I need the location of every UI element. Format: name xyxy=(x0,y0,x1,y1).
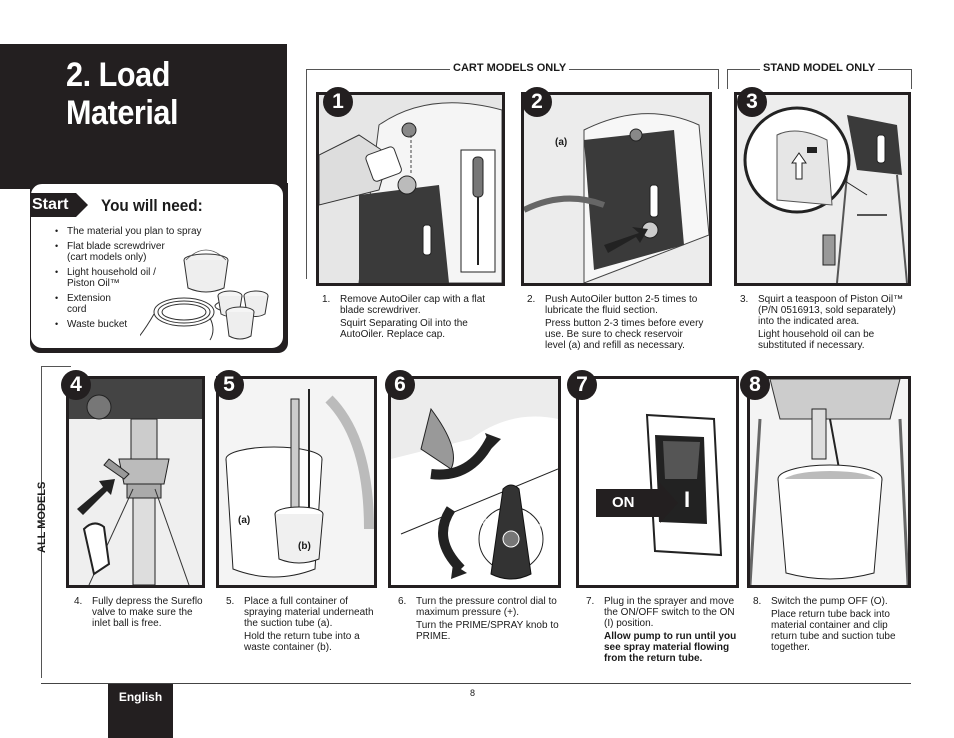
step-4-text: 4. Fully depress the Sureflo valve to ma… xyxy=(74,596,204,631)
on-arrow-head xyxy=(660,483,678,523)
list-item: Extension cord xyxy=(55,293,127,315)
step-6-text: 6. Turn the pressure control dial to max… xyxy=(398,596,560,644)
switch-on-symbol: I xyxy=(684,487,691,512)
supplies-illustration xyxy=(140,249,269,341)
cart-section-edge xyxy=(306,69,307,279)
step-2-illustration xyxy=(521,92,712,286)
autooiler-button-drawing xyxy=(524,95,709,283)
step-1-text: 1. Remove AutoOiler cap with a flat blad… xyxy=(322,294,492,342)
on-off-switch-drawing xyxy=(579,379,736,585)
step-3-number: 3 xyxy=(737,87,767,117)
step-8-para-2: Place return tube back into material con… xyxy=(771,609,896,653)
reservoir-callout: (a) xyxy=(555,137,568,148)
step-3-text: 3. Squirt a teaspoon of Piston Oil™ (P/N… xyxy=(740,294,910,353)
step-2-para-1: Push AutoOiler button 2-5 times to lubri… xyxy=(545,294,698,316)
step-7-para-1: Plug in the sprayer and move the ON/OFF … xyxy=(604,596,735,629)
step-5-para-2: Hold the return tube into a waste contai… xyxy=(244,631,360,653)
step-6-para-1: Turn the pressure control dial to maximu… xyxy=(416,596,557,618)
step-5-number: 5 xyxy=(214,370,244,400)
step-8-para-1: Switch the pump OFF (O). xyxy=(771,596,888,607)
step-4-illustration xyxy=(66,376,205,588)
footer-rule xyxy=(41,683,911,684)
return-tube-drawing xyxy=(750,379,908,585)
step-5-illustration xyxy=(216,376,377,588)
step-1-para-1: Remove AutoOiler cap with a flat blade s… xyxy=(340,294,486,316)
step-2-number: 2 xyxy=(522,87,552,117)
waste-container-callout: (b) xyxy=(298,541,311,552)
step-1-para-2: Squirt Separating Oil into the AutoOiler… xyxy=(340,318,468,340)
title-line-1: 2. Load xyxy=(66,56,170,94)
spray-knob-label: SPRAY xyxy=(483,503,489,524)
on-arrow: ON xyxy=(596,489,660,517)
container-setup-drawing xyxy=(219,379,374,585)
needs-heading: You will need: xyxy=(101,196,203,215)
step-6-illustration xyxy=(388,376,561,588)
title-line-2: Material xyxy=(66,94,179,132)
step-2-list-number: 2. xyxy=(527,294,536,305)
all-models-label: ALL MODELS xyxy=(36,481,48,553)
step-7-number: 7 xyxy=(567,370,597,400)
language-tab: English xyxy=(108,684,173,738)
suction-tube-callout: (a) xyxy=(238,515,251,526)
all-section-edge xyxy=(41,366,42,678)
cart-section-label: CART MODELS ONLY xyxy=(450,62,570,74)
step-1-illustration xyxy=(316,92,505,286)
step-8-illustration xyxy=(747,376,911,588)
step-3-illustration xyxy=(734,92,911,286)
stand-section-edge-right xyxy=(911,69,912,89)
start-tab: Start xyxy=(30,193,88,217)
list-item: Waste bucket xyxy=(55,319,215,330)
page-number: 8 xyxy=(470,688,476,698)
step-4-list-number: 4. xyxy=(74,596,83,607)
page-title: 2. Load Material xyxy=(66,56,246,132)
step-2-para-2: Press button 2-3 times before every use.… xyxy=(545,318,704,351)
pressure-dial-drawing xyxy=(391,379,558,585)
list-item: Flat blade screwdriver (cart models only… xyxy=(55,241,179,263)
needs-list: The material you plan to spray Flat blad… xyxy=(55,226,215,334)
step-5-text: 5. Place a full container of spraying ma… xyxy=(226,596,376,655)
step-8-number: 8 xyxy=(740,370,770,400)
step-7-text: 7. Plug in the sprayer and move the ON/O… xyxy=(586,596,740,666)
step-7-bold-note: Allow pump to run until you see spray ma… xyxy=(604,631,737,664)
all-section-rule xyxy=(41,366,71,367)
step-1-list-number: 1. xyxy=(322,294,331,305)
stand-section-label: STAND MODEL ONLY xyxy=(760,62,879,74)
piston-oil-drawing xyxy=(737,95,908,283)
step-3-list-number: 3. xyxy=(740,294,749,305)
list-item: The material you plan to spray xyxy=(55,226,215,237)
step-6-number: 6 xyxy=(385,370,415,400)
step-8-list-number: 8. xyxy=(753,596,762,607)
step-6-list-number: 6. xyxy=(398,596,407,607)
step-4-number: 4 xyxy=(61,370,91,400)
step-2-text: 2. Push AutoOiler button 2-5 times to lu… xyxy=(527,294,705,353)
list-item: Light household oil / Piston Oil™ xyxy=(55,267,172,289)
step-8-text: 8. Switch the pump OFF (O). Place return… xyxy=(753,596,911,655)
prime-knob-label: PRIME xyxy=(534,524,540,544)
autooiler-cap-drawing xyxy=(319,95,502,283)
stand-section-edge xyxy=(727,69,728,89)
step-1-number: 1 xyxy=(323,87,353,117)
step-3-para-2: Light household oil can be substituted i… xyxy=(758,329,875,351)
step-7-list-number: 7. xyxy=(586,596,595,607)
step-5-para-1: Place a full container of spraying mater… xyxy=(244,596,374,629)
cart-section-edge-right xyxy=(718,69,719,89)
step-4-para-1: Fully depress the Sureflo valve to make … xyxy=(92,596,203,629)
on-label: ON xyxy=(612,494,635,511)
step-7-illustration xyxy=(576,376,739,588)
step-3-para-1: Squirt a teaspoon of Piston Oil™ (P/N 05… xyxy=(758,294,904,327)
step-6-para-2: Turn the PRIME/SPRAY knob to PRIME. xyxy=(416,620,559,642)
step-5-list-number: 5. xyxy=(226,596,235,607)
title-block xyxy=(0,44,287,189)
sureflo-valve-drawing xyxy=(69,379,202,585)
